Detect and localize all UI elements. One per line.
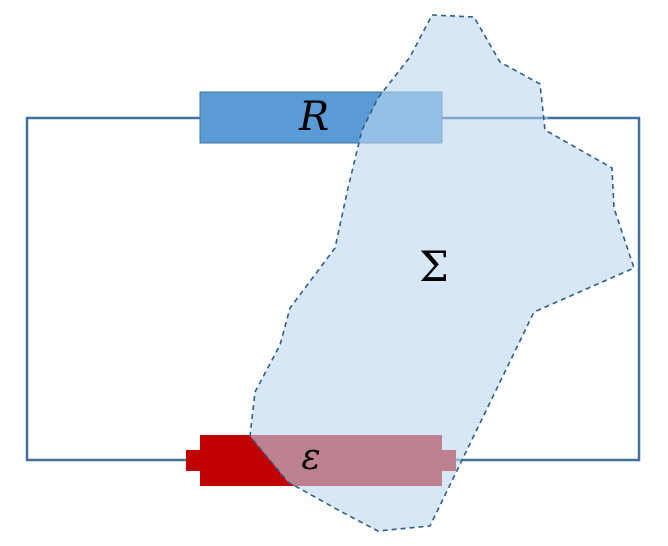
surface-label: Σ <box>419 242 449 291</box>
emf-source-left-terminal <box>186 450 202 471</box>
gaussian-surface <box>250 15 634 531</box>
gaussian-surface-boundary <box>249 14 635 532</box>
circuit-wire-left-loop <box>25 116 200 462</box>
emf-label: ε <box>301 437 320 478</box>
resistor-label: R <box>298 94 329 140</box>
